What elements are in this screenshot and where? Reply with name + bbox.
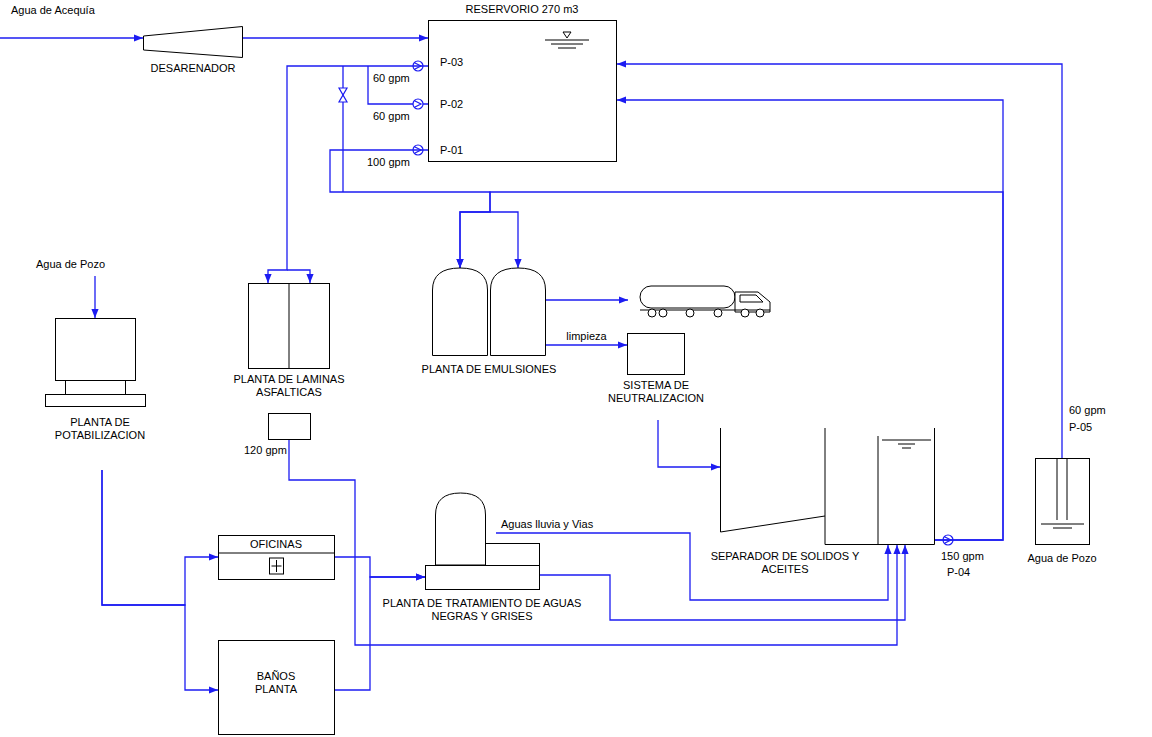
node-label: SEPARADOR DE SOLIDOS Y ACEITES: [705, 550, 865, 576]
process-node: RESERVORIO 270 m3P-03P-02P-01: [428, 20, 617, 162]
process-node: Agua de Pozo: [1035, 458, 1090, 545]
branch-line: [287, 270, 310, 283]
edge-label: limpieza: [565, 330, 607, 343]
node-label: SISTEMA DE NEUTRALIZACION: [591, 379, 721, 405]
node-shape: [428, 20, 617, 162]
node-label: P-03: [440, 56, 463, 69]
truck-line: [546, 299, 628, 300]
box-outline: [628, 334, 685, 375]
flow-connector: [546, 344, 627, 345]
flow-label: 60 gpm: [372, 110, 411, 123]
process-node: DESARENADOR: [143, 26, 243, 58]
flow-label: P-04: [946, 566, 971, 579]
flow-connector: [243, 37, 428, 38]
flow-connector: [617, 100, 1003, 540]
flow-label: 150 gpm: [940, 550, 985, 563]
node-label: OFICINAS: [250, 538, 302, 551]
node-label: P-01: [440, 144, 463, 157]
inlet-line: [0, 37, 143, 38]
flow-connector: [658, 420, 720, 467]
process-node: SEPARADOR DE SOLIDOS Y ACEITES: [720, 428, 935, 545]
process-node: PLANTA DE TRATAMIENTO DE AGUAS NEGRAS Y …: [425, 493, 540, 590]
process-node: PLANTA DE EMULSIONES: [432, 268, 546, 356]
flow-connector: [102, 470, 218, 605]
flow-connector: [330, 150, 490, 268]
flow-connector: [102, 470, 218, 690]
node-label: RESERVORIO 270 m3: [466, 3, 579, 16]
tank-shape: [491, 268, 546, 356]
desander-shape: [144, 27, 243, 58]
bypass-line: [342, 66, 343, 192]
node-label: P-02: [440, 98, 463, 111]
flow-connector: [268, 66, 428, 283]
node-shape: [627, 333, 685, 420]
box-outline: [429, 21, 617, 162]
node-shape: [143, 26, 243, 58]
flow-label: Agua de Pozo: [35, 258, 106, 271]
flow-label: P-05: [1068, 421, 1093, 434]
process-node: PLANTA DE POTABILIZACION: [40, 318, 160, 470]
pump-symbol: [413, 99, 423, 109]
flow-connector: [289, 440, 897, 645]
node-label: PLANTA DE POTABILIZACION: [35, 416, 165, 442]
flow-label: Agua de Acequía: [10, 4, 96, 17]
box-outline: [1036, 459, 1090, 545]
treatment-plant-shape: [426, 493, 540, 590]
office-symbol: [218, 553, 335, 574]
pump-line: [368, 66, 428, 104]
potabilizer-shape: [46, 319, 146, 407]
flow-label: 120 gpm: [243, 444, 288, 457]
node-shape: [425, 493, 540, 590]
flow-connector: [540, 545, 905, 620]
process-node: PLANTA DE LAMINAS ASFALTICAS: [248, 283, 330, 440]
node-shape: [248, 283, 330, 440]
well-line: [94, 276, 95, 318]
flow-label: Aguas lluvia y Vias: [500, 518, 594, 531]
box-outline: [219, 536, 335, 580]
node-label: PLANTA DE LAMINAS ASFALTICAS: [224, 373, 354, 399]
rain-line: [496, 533, 888, 600]
node-shape: [720, 428, 935, 545]
flow-label: 60 gpm: [1068, 404, 1107, 417]
node-label: BAÑOS PLANTA: [236, 670, 316, 696]
process-node: SISTEMA DE NEUTRALIZACION: [627, 333, 685, 420]
flow-connector: [335, 557, 425, 577]
node-label: DESARENADOR: [151, 62, 236, 75]
separator-shape: [721, 428, 935, 545]
node-label: Agua de Pozo: [1027, 552, 1096, 565]
node-shape: [1035, 458, 1090, 545]
node-label: PLANTA DE EMULSIONES: [422, 363, 557, 376]
branch-line: [490, 212, 518, 268]
well-pipe: [1041, 458, 1084, 528]
tanker-truck: [640, 286, 770, 317]
node-label: PLANTA DE TRATAMIENTO DE AGUAS NEGRAS Y …: [382, 597, 582, 623]
plant-tanks: [249, 283, 330, 440]
valve-symbol: [339, 88, 347, 102]
box-outline: [219, 641, 335, 735]
flow-connector: [335, 577, 425, 690]
tank-shape: [433, 268, 488, 356]
node-shape: [432, 268, 546, 356]
process-node: OFICINAS: [218, 535, 335, 580]
flow-label: 100 gpm: [366, 156, 411, 169]
water-level: [545, 32, 589, 48]
process-node: BAÑOS PLANTA: [218, 640, 335, 735]
node-shape: [40, 318, 160, 470]
flow-label: 60 gpm: [372, 72, 411, 85]
